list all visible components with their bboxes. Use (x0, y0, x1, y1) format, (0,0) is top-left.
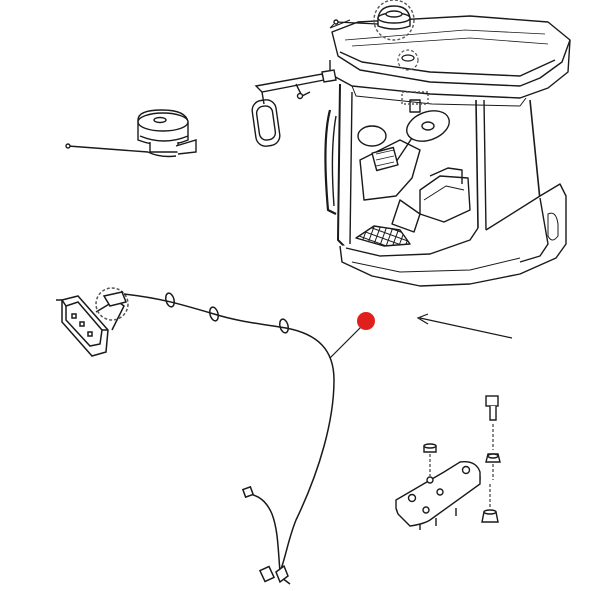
steering-wheel (406, 110, 450, 142)
direction-arrow (416, 313, 513, 339)
grommet (278, 318, 290, 334)
callout-marker (329, 312, 375, 359)
mounting-bracket (395, 395, 501, 530)
roof-fixture (397, 49, 419, 71)
connector (258, 565, 276, 583)
wiring-harness (123, 292, 335, 585)
gps-receiver (329, 0, 415, 41)
cab-assembly (324, 15, 571, 287)
grommet (208, 306, 220, 322)
connector (241, 485, 255, 499)
side-mirror (251, 69, 337, 147)
grommet (164, 292, 176, 308)
display-monitor (56, 287, 129, 357)
cab-floor-grate (355, 225, 411, 247)
antenna-unit (65, 109, 197, 158)
cab-roof (331, 15, 571, 87)
